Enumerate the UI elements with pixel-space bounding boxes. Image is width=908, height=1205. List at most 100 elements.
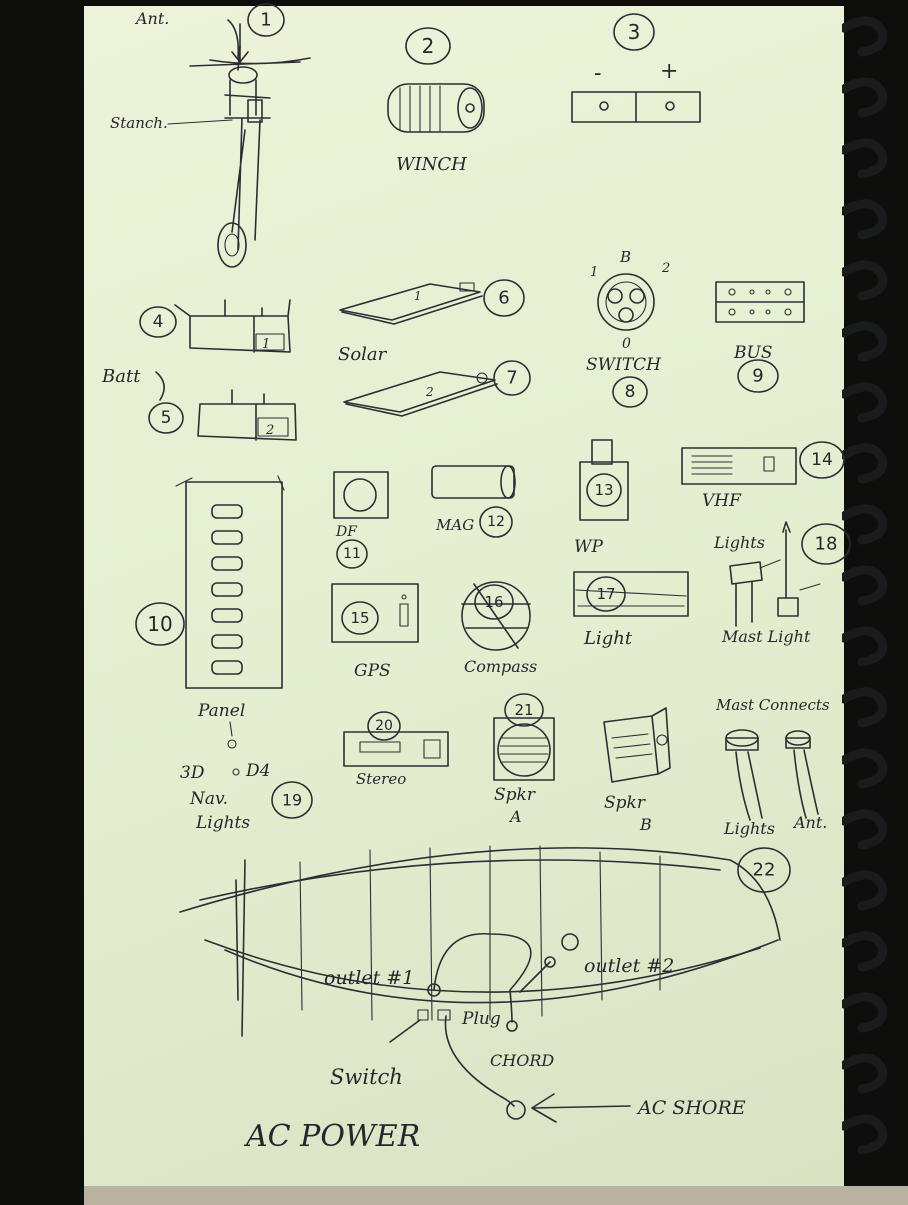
- label-switch: SWITCH: [586, 355, 662, 375]
- label-minus: -: [594, 61, 601, 86]
- item-3-terminal-block: [572, 92, 700, 122]
- label-wp: WP: [574, 537, 603, 557]
- item-15-gps-unit: [332, 584, 418, 642]
- svg-text:3: 3: [628, 20, 641, 44]
- label-switch-1: 1: [590, 265, 598, 280]
- item-10-panel-drawing: [176, 476, 284, 688]
- label-lights: Lights: [713, 533, 765, 552]
- item-17-light: [574, 572, 688, 616]
- circled-number-13: 13: [587, 474, 621, 506]
- item-4-battery-drawing: 1: [175, 300, 290, 352]
- circled-number-18: 18: [802, 524, 850, 564]
- svg-text:19: 19: [282, 791, 302, 810]
- label-lights-22: Lights: [723, 819, 775, 838]
- item-1-antenna-stanchion: [190, 20, 310, 267]
- circled-number-11: 11: [337, 540, 367, 568]
- label-mag: MAG: [435, 516, 474, 534]
- item-12-mag-drawing: [432, 466, 515, 498]
- label-outlet1: outlet #1: [324, 967, 414, 989]
- circled-number-14: 14: [800, 442, 844, 478]
- svg-text:21: 21: [514, 701, 533, 719]
- label-speaker-a: Spkr: [494, 785, 536, 805]
- item-11-df-gauge: [334, 472, 388, 518]
- label-nav: Nav.: [189, 789, 228, 809]
- item-14-vhf-radio: [682, 448, 796, 484]
- label-light: Light: [583, 628, 633, 649]
- svg-text:14: 14: [811, 450, 833, 470]
- item-22-mast-connects: [726, 730, 818, 820]
- item-20-stereo: [344, 732, 448, 766]
- svg-text:12: 12: [487, 514, 505, 530]
- label-solar: Solar: [338, 344, 388, 365]
- svg-text:13: 13: [594, 481, 613, 499]
- item-9-bus-bar: [716, 282, 804, 322]
- label-compass: Compass: [464, 657, 537, 676]
- batt-bracket: [156, 372, 164, 400]
- circled-number-4: 4: [140, 307, 176, 337]
- item-6-solar-panel: 1: [340, 283, 482, 324]
- circled-number-9: 9: [738, 360, 778, 392]
- label-plus: +: [660, 59, 678, 84]
- circled-number-8: 8: [613, 377, 647, 407]
- svg-text:1: 1: [260, 10, 271, 31]
- label-chord: CHORD: [490, 1051, 554, 1070]
- label-gps: GPS: [354, 661, 391, 681]
- label-stereo: Stereo: [356, 770, 406, 788]
- circled-number-7: 7: [494, 361, 530, 395]
- svg-text:17: 17: [596, 585, 615, 603]
- circled-number-5: 5: [149, 403, 183, 433]
- svg-text:20: 20: [375, 718, 393, 734]
- stanch-leader: [168, 120, 232, 124]
- label-ant-22: Ant.: [792, 813, 827, 832]
- label-ant: Ant.: [134, 9, 169, 28]
- svg-text:11: 11: [343, 546, 361, 562]
- circled-number-19: 19: [272, 782, 312, 818]
- label-switch-ac: Switch: [330, 1065, 403, 1089]
- label-switch-0: 0: [622, 336, 631, 352]
- svg-text:6: 6: [498, 288, 509, 309]
- item-5-battery-drawing: 2: [198, 390, 296, 440]
- label-ac-power: AC POWER: [243, 1119, 420, 1154]
- svg-text:7: 7: [506, 368, 517, 389]
- boat-hull-outline: [180, 846, 780, 1036]
- item-13-wp-unit: [580, 440, 628, 520]
- svg-text:10: 10: [147, 612, 172, 636]
- label-lights-19: Lights: [195, 813, 250, 833]
- label-plug: Plug: [461, 1009, 501, 1029]
- label-nav-d4: D4: [245, 761, 270, 781]
- label-speaker-b-letter: B: [639, 815, 652, 834]
- label-nav-3d: 3D: [180, 763, 205, 783]
- speaker-b: [604, 708, 670, 782]
- label-df: DF: [335, 524, 358, 540]
- label-switch-2: 2: [661, 261, 670, 276]
- label-batt: Batt: [101, 366, 141, 387]
- label-ac-shore: AC SHORE: [636, 1097, 746, 1119]
- circled-number-6: 6: [484, 280, 524, 316]
- item-7-solar-panel: 2: [344, 372, 497, 416]
- circled-number-15: 15: [342, 602, 378, 634]
- svg-text:16: 16: [484, 593, 503, 611]
- circled-number-10: 10: [136, 603, 184, 645]
- circled-number-12: 12: [480, 507, 512, 537]
- label-mast-light: Mast Light: [721, 627, 811, 646]
- label-switch-b: B: [619, 248, 631, 266]
- label-outlet2: outlet #2: [584, 955, 674, 977]
- label-stanch: Stanch.: [110, 114, 168, 132]
- svg-text:1: 1: [414, 289, 422, 303]
- svg-text:22: 22: [753, 860, 776, 881]
- svg-text:2: 2: [425, 385, 434, 399]
- svg-text:8: 8: [625, 382, 636, 402]
- svg-text:1: 1: [262, 337, 270, 352]
- circled-number-20: 20: [368, 712, 400, 740]
- item-2-winch-drawing: [388, 84, 484, 132]
- label-mast-connects: Mast Connects: [715, 696, 830, 714]
- svg-text:2: 2: [265, 423, 274, 438]
- svg-text:15: 15: [350, 609, 369, 627]
- svg-text:4: 4: [153, 312, 164, 332]
- circled-number-2: 2: [406, 28, 450, 64]
- item-19-nav-marks: [228, 722, 239, 775]
- item-8-rotary-switch: [598, 274, 654, 330]
- circled-number-1: 1: [248, 4, 284, 36]
- circled-number-3: 3: [614, 14, 654, 50]
